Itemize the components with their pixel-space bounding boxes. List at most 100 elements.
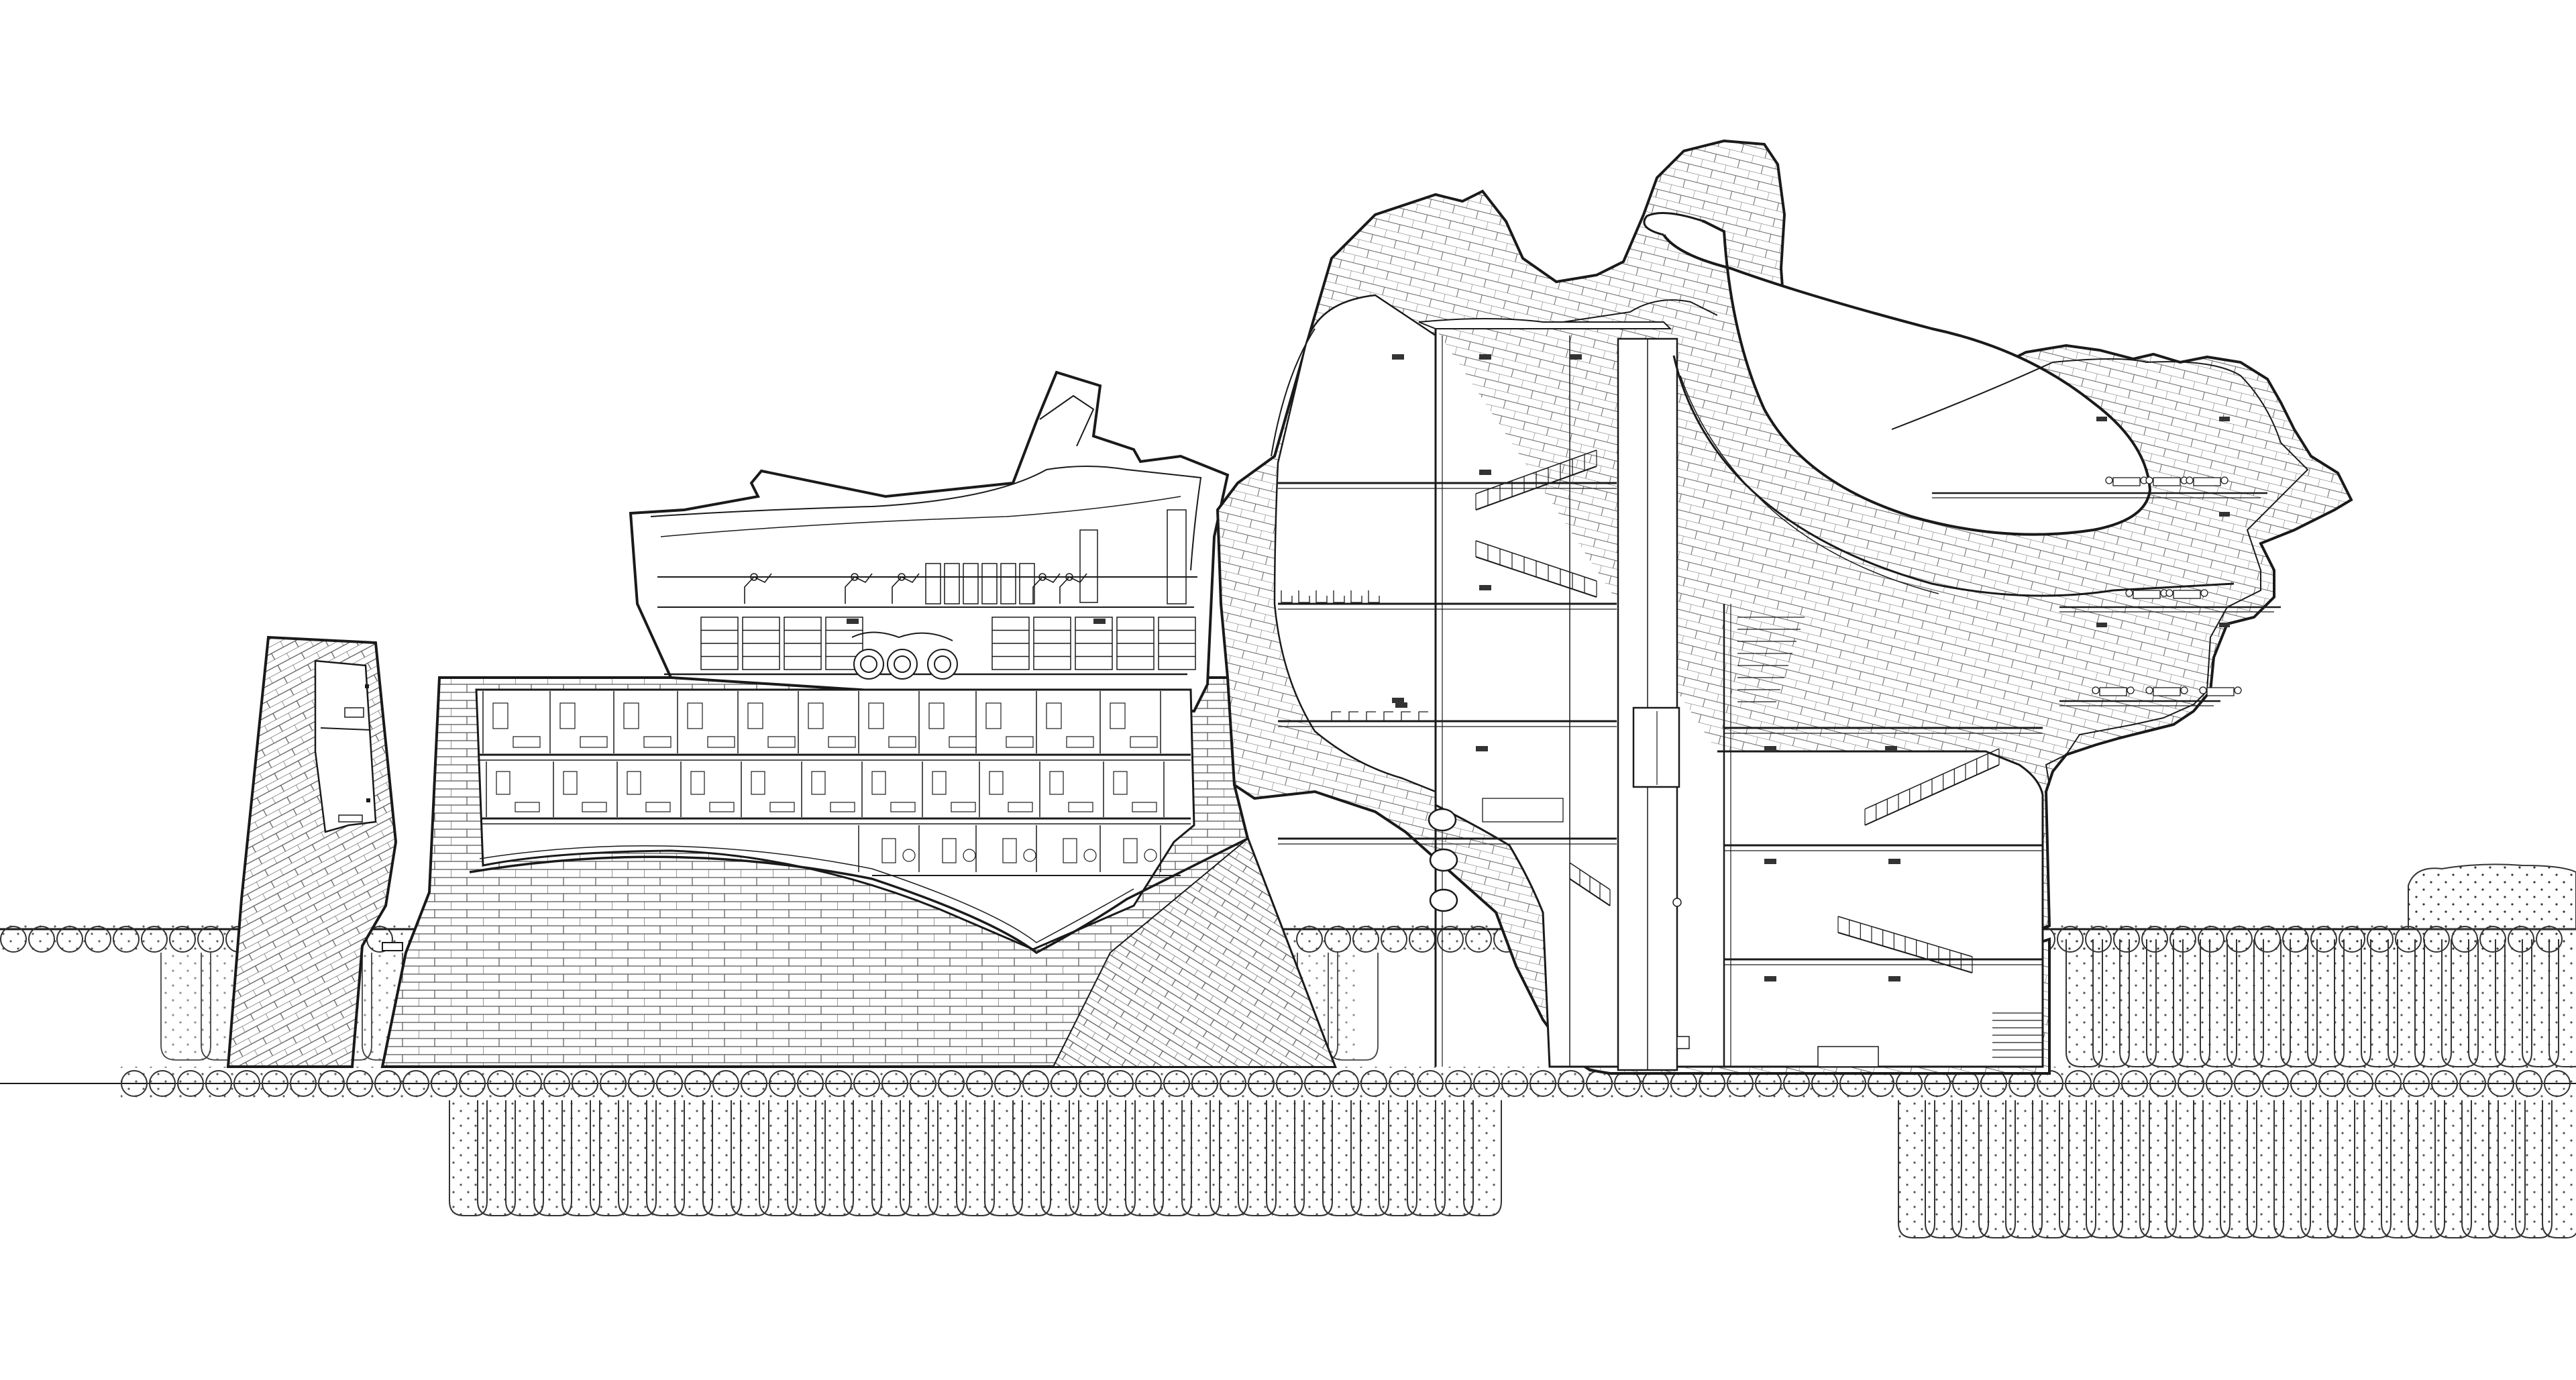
soil-loop — [1379, 1100, 1417, 1216]
soil-circle — [2262, 1070, 2289, 1097]
soil-circle — [233, 1070, 260, 1097]
soil-loop — [2065, 939, 2103, 1067]
stair-flight — [1837, 932, 1973, 973]
soil-circle — [1276, 1070, 1303, 1097]
soil-loop — [2220, 1100, 2257, 1238]
soil-circle — [197, 926, 224, 953]
soil-loop — [1012, 1100, 1051, 1216]
soil-circle — [1501, 1070, 1528, 1097]
robot-joint — [1065, 573, 1073, 581]
robot-arm — [845, 573, 873, 604]
door — [871, 771, 886, 795]
robot-arm — [1032, 573, 1061, 604]
soil-circle — [2178, 1070, 2204, 1097]
soil-circle — [712, 1070, 739, 1097]
soil-circle — [1107, 1070, 1134, 1097]
ceiling-light — [1764, 859, 1776, 864]
door — [1123, 838, 1138, 863]
chair — [1348, 711, 1358, 721]
soil-loop — [843, 1100, 882, 1216]
ceiling-light — [1479, 585, 1491, 590]
soil-circle — [2318, 1070, 2345, 1097]
soil-circle — [1296, 926, 1323, 953]
tall-rack — [1167, 509, 1187, 604]
soil-circle — [2121, 1070, 2148, 1097]
fixture — [902, 849, 916, 862]
ceiling-light — [1479, 354, 1491, 360]
stair-balusters — [1475, 541, 1597, 597]
stool — [2199, 686, 2207, 694]
robot-joint — [898, 573, 906, 581]
fixture — [1144, 849, 1157, 862]
soil-circle — [205, 1070, 232, 1097]
soil-circle — [769, 1070, 796, 1097]
stool — [2186, 476, 2194, 484]
soil-circle — [1051, 1070, 1077, 1097]
soil-circle — [149, 1070, 176, 1097]
chair — [1333, 590, 1345, 603]
soil-loop — [2280, 939, 2318, 1067]
ceiling-light — [1885, 746, 1897, 751]
soil-circle — [0, 926, 27, 953]
soil-loop — [2032, 1100, 2070, 1238]
soil-circle — [121, 1070, 148, 1097]
stair-handrail — [1475, 449, 1597, 494]
stair-flight — [1569, 878, 1611, 906]
soil-circle — [853, 1070, 880, 1097]
soil-loop — [984, 1100, 1023, 1216]
soil-loop — [2119, 939, 2157, 1067]
door — [942, 838, 957, 863]
soil-circle — [1437, 926, 1464, 953]
left-tower — [226, 635, 403, 1068]
ceiling-light — [1395, 702, 1407, 708]
locker — [981, 563, 998, 604]
fixture — [1023, 849, 1036, 862]
bed — [769, 802, 795, 812]
soil-circle — [1417, 1070, 1444, 1097]
bed — [888, 736, 916, 748]
soil-circle — [2431, 1070, 2458, 1097]
door — [811, 771, 826, 795]
stair-balusters — [1569, 863, 1611, 906]
soil-loop — [2542, 1100, 2576, 1238]
soil-circle — [938, 1070, 965, 1097]
soil-loop — [2488, 1100, 2526, 1238]
soil-loop — [731, 1100, 769, 1216]
soil-loop — [2361, 939, 2398, 1067]
bed — [645, 802, 671, 812]
stool — [2180, 686, 2188, 694]
soil-circle — [966, 1070, 993, 1097]
soil-circle — [2093, 1070, 2120, 1097]
soil-loop — [1925, 1100, 1962, 1238]
soil-circle — [169, 926, 196, 953]
stool — [2125, 589, 2133, 597]
bed — [949, 736, 977, 748]
door — [751, 771, 765, 795]
soil-strip-lower — [121, 1067, 2576, 1100]
locker — [944, 563, 960, 604]
soil-loop — [2334, 939, 2371, 1067]
soil-loop — [1294, 1100, 1333, 1216]
robot-joint — [851, 573, 859, 581]
soil-circle — [881, 1070, 908, 1097]
table — [2193, 477, 2221, 486]
right-wing — [1891, 358, 2309, 786]
robot-arm — [1059, 573, 1087, 604]
door — [496, 771, 511, 795]
soil-circle — [1191, 1070, 1218, 1097]
bed — [707, 736, 735, 748]
soil-loop — [590, 1100, 629, 1216]
soil-circle — [628, 1070, 655, 1097]
soil-loop — [956, 1100, 995, 1216]
soil-loop — [1350, 1100, 1389, 1216]
bed — [513, 736, 541, 748]
soil-circle — [656, 1070, 683, 1097]
curved-tube — [1643, 212, 2235, 597]
door — [627, 771, 641, 795]
soil-loop — [871, 1100, 910, 1216]
soil-loop — [815, 1100, 854, 1216]
table — [2153, 687, 2181, 696]
soil-circle — [1352, 926, 1379, 953]
door — [881, 838, 896, 863]
soil-loops-right-upper — [2065, 863, 2576, 1070]
